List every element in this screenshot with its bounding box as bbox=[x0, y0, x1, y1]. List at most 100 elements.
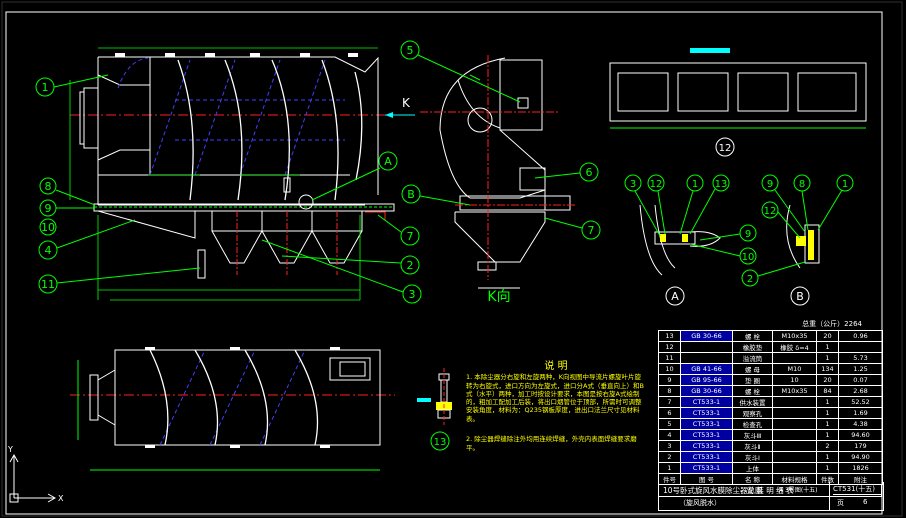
bom-cell-code: GB 30-66 bbox=[680, 385, 733, 397]
title-block: 10号卧式旋风水膜除尘器总图 A 3号图(十五) （旋风脱水） CT531(十五… bbox=[658, 482, 884, 511]
callout-a: A bbox=[384, 155, 392, 168]
bom-header-name: 名 称 bbox=[732, 473, 773, 485]
bom-cell-name: 灰斗Ⅰ bbox=[732, 451, 773, 463]
detail-callout-1: 1 bbox=[692, 179, 698, 190]
part-12-view: 12 bbox=[609, 48, 867, 157]
bom-cell-weight: 1.25 bbox=[838, 363, 883, 375]
bom-cell-code: CT533-1 bbox=[680, 451, 733, 463]
callout-10: 10 bbox=[41, 221, 55, 234]
bom-cell-weight: 2.68 bbox=[838, 385, 883, 397]
callout-4: 4 bbox=[45, 244, 52, 257]
detail-callout-1b: 1 bbox=[842, 179, 848, 190]
bom-cell-qty: 1 bbox=[816, 341, 839, 353]
bom-cell-weight bbox=[838, 341, 883, 353]
bom-cell-qty: 84 bbox=[816, 385, 839, 397]
detail-callout-9b: 9 bbox=[767, 179, 773, 190]
bom-cell-no: 1 bbox=[658, 462, 681, 474]
bom-cell-spec bbox=[772, 407, 817, 419]
bom-cell-name: 橡胶垫 bbox=[732, 341, 773, 353]
bom-cell-code: CT533-1 bbox=[680, 462, 733, 474]
detail-callout-8: 8 bbox=[799, 179, 805, 190]
bom-cell-no: 6 bbox=[658, 407, 681, 419]
bom-cell-code: GB 30-66 bbox=[680, 330, 733, 342]
part-12-label: 12 bbox=[719, 143, 732, 154]
bom-cell-spec bbox=[772, 440, 817, 452]
bom-cell-code: CT533-1 bbox=[680, 429, 733, 441]
callout-9: 9 bbox=[45, 202, 52, 215]
detail-callout-10: 10 bbox=[742, 252, 755, 263]
bom-cell-name: 螺 栓 bbox=[732, 385, 773, 397]
bom-cell-name: 螺 母 bbox=[732, 363, 773, 375]
detail-callout-12: 12 bbox=[650, 179, 663, 190]
notes-title: 说 明 bbox=[544, 361, 568, 372]
bom-cell-name: 螺 栓 bbox=[732, 330, 773, 342]
svg-text:Y: Y bbox=[7, 445, 13, 454]
bom-cell-no: 3 bbox=[658, 440, 681, 452]
callout-7: 7 bbox=[407, 230, 414, 243]
bom-cell-no: 8 bbox=[658, 385, 681, 397]
detail-callout-12b: 12 bbox=[764, 206, 777, 217]
callout-7-k: 7 bbox=[588, 224, 595, 237]
bom-cell-spec: M10 bbox=[772, 363, 817, 375]
main-callouts bbox=[35, 74, 422, 304]
callout-3: 3 bbox=[409, 288, 416, 301]
bom-cell-qty: 134 bbox=[816, 363, 839, 375]
notes-block: 说 明 1. 本除尘器分右旋和左旋两种，K向视图中导流片螺旋叶片旋转为右旋式，进… bbox=[466, 361, 646, 452]
bom-cell-spec: M10x35 bbox=[772, 385, 817, 397]
drawing-code: CT531(十五) bbox=[833, 484, 881, 495]
bom-cell-weight: 94.60 bbox=[838, 429, 883, 441]
bom-cell-qty: 1 bbox=[816, 462, 839, 474]
main-front-view bbox=[69, 47, 395, 301]
bom-cell-name: 灰斗Ⅲ bbox=[732, 429, 773, 441]
bom-cell-qty: 1 bbox=[816, 352, 839, 364]
detail-callout-9: 9 bbox=[745, 229, 751, 240]
bom-cell-no: 7 bbox=[658, 396, 681, 408]
detail-callout-3: 3 bbox=[630, 179, 636, 190]
callout-8: 8 bbox=[45, 180, 52, 193]
bom-cell-weight: 0.07 bbox=[838, 374, 883, 386]
bom-cell-name: 垫 圈 bbox=[732, 374, 773, 386]
bom-cell-name: 观察孔 bbox=[732, 407, 773, 419]
detail-b: B bbox=[786, 204, 820, 306]
drawing-title: 10号卧式旋风水膜除尘器总图 bbox=[663, 486, 763, 495]
notes-line-2: 2. 除尘器焊缝除注外均用连续焊缝，外壳内表面焊缝要求磨平。 bbox=[466, 435, 637, 452]
drawing-tag: A 3号图(十五) bbox=[779, 487, 818, 494]
bom-cell-qty: 20 bbox=[816, 374, 839, 386]
detail-a: A bbox=[639, 204, 721, 306]
bom-cell-spec bbox=[772, 352, 817, 364]
bom-cell-weight: 1.69 bbox=[838, 407, 883, 419]
bom-cell-code bbox=[680, 341, 733, 353]
bom-cell-spec bbox=[772, 418, 817, 430]
bom-cell-no: 2 bbox=[658, 451, 681, 463]
callout-11: 11 bbox=[41, 278, 55, 291]
bom-cell-weight: 94.90 bbox=[838, 451, 883, 463]
ucs-icon: Y X bbox=[7, 445, 64, 503]
bom-cell-spec bbox=[772, 429, 817, 441]
bom-cell-code: CT533-1 bbox=[680, 396, 733, 408]
bom-cell-code: CT533-1 bbox=[680, 418, 733, 430]
bom-cell-qty: 1 bbox=[816, 429, 839, 441]
bom-cell-no: 11 bbox=[658, 352, 681, 364]
callout-1: 1 bbox=[42, 81, 49, 94]
bom-cell-weight: 52.52 bbox=[838, 396, 883, 408]
bom-cell-spec bbox=[772, 396, 817, 408]
detail-callout-13: 13 bbox=[715, 179, 728, 190]
page-label: 页 bbox=[837, 499, 844, 507]
svg-text:X: X bbox=[58, 494, 64, 503]
bom-cell-no: 4 bbox=[658, 429, 681, 441]
bom-total-weight: 总重（公斤）2264 bbox=[802, 320, 862, 328]
bom-cell-spec: 10 bbox=[772, 374, 817, 386]
page-number: 6 bbox=[863, 498, 868, 506]
